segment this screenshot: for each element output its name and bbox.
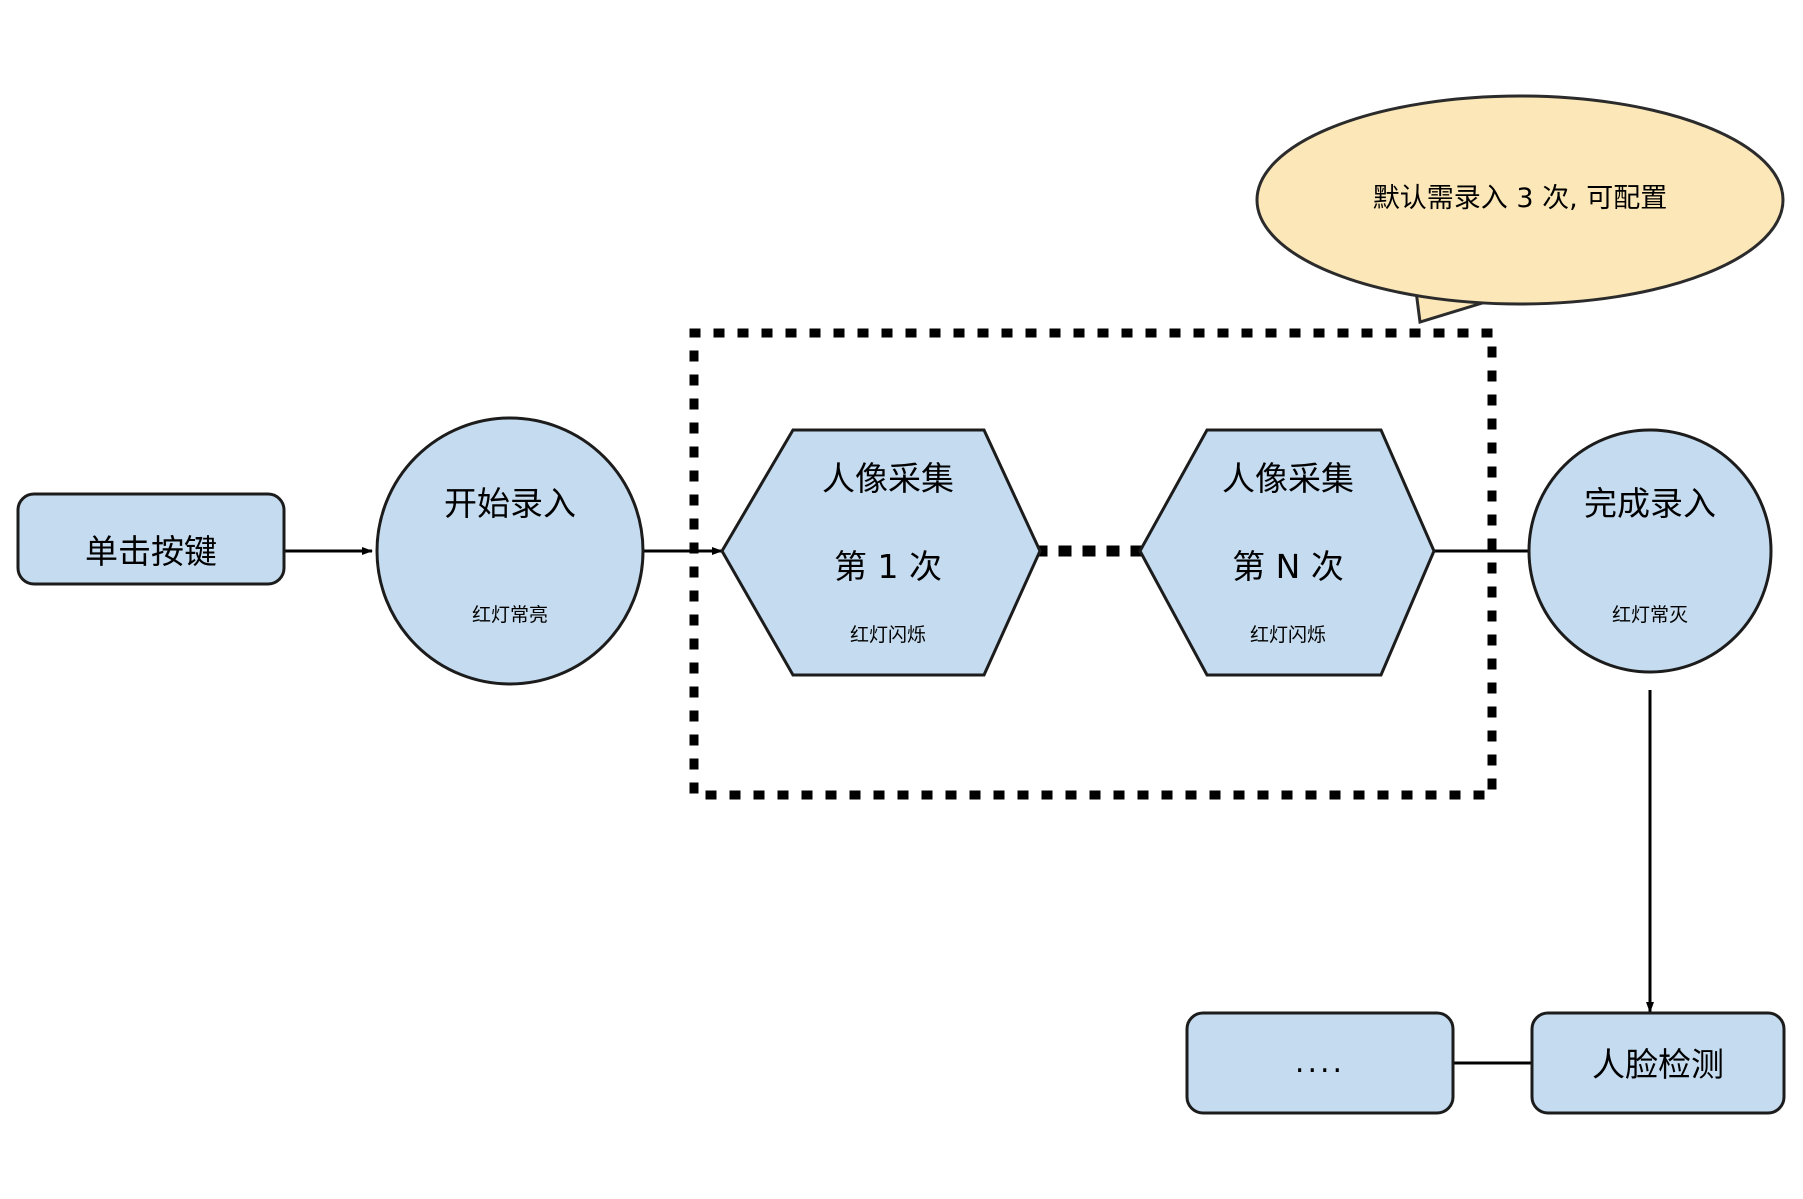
callout-bubble xyxy=(1255,94,1785,306)
node-capture-first-label-line2: 第 1 次 xyxy=(834,547,942,586)
node-capture-nth-label-line1: 人像采集 xyxy=(1222,459,1354,498)
node-finish-enroll-label: 完成录入 xyxy=(1584,484,1716,523)
node-capture-first[interactable]: 人像采集 第 1 次 红灯闪烁 xyxy=(720,428,1042,677)
node-face-detect-label: 人脸检测 xyxy=(1592,1045,1724,1084)
capture-loop-group xyxy=(689,328,1497,800)
callout-tail-joint xyxy=(1405,205,1465,295)
node-finish-enroll[interactable]: 完成录入 红灯常灭 xyxy=(1527,428,1773,674)
node-capture-nth-sublabel: 红灯闪烁 xyxy=(1250,624,1326,646)
node-capture-nth[interactable]: 人像采集 第 N 次 红灯闪烁 xyxy=(1138,428,1436,677)
node-start-enroll-sublabel: 红灯常亮 xyxy=(472,604,548,626)
node-capture-nth-label-line2: 第 N 次 xyxy=(1232,547,1344,586)
node-more-steps[interactable]: .... xyxy=(1185,1011,1455,1115)
callout-repeat-note: 默认需录入 3 次, 可配置 xyxy=(1255,94,1785,324)
node-finish-enroll-sublabel: 红灯常灭 xyxy=(1612,604,1688,626)
node-click-key-label: 单击按键 xyxy=(85,532,217,571)
node-capture-first-sublabel: 红灯闪烁 xyxy=(850,624,926,646)
node-more-steps-label: .... xyxy=(1295,1045,1345,1080)
node-click-key[interactable]: 单击按键 xyxy=(16,492,286,586)
node-start-enroll-label: 开始录入 xyxy=(444,484,576,523)
callout-label: 默认需录入 3 次, 可配置 xyxy=(1373,183,1668,214)
node-face-detect[interactable]: 人脸检测 xyxy=(1530,1011,1786,1115)
node-capture-first-label-line1: 人像采集 xyxy=(822,459,954,498)
node-start-enroll[interactable]: 开始录入 红灯常亮 xyxy=(375,416,645,686)
